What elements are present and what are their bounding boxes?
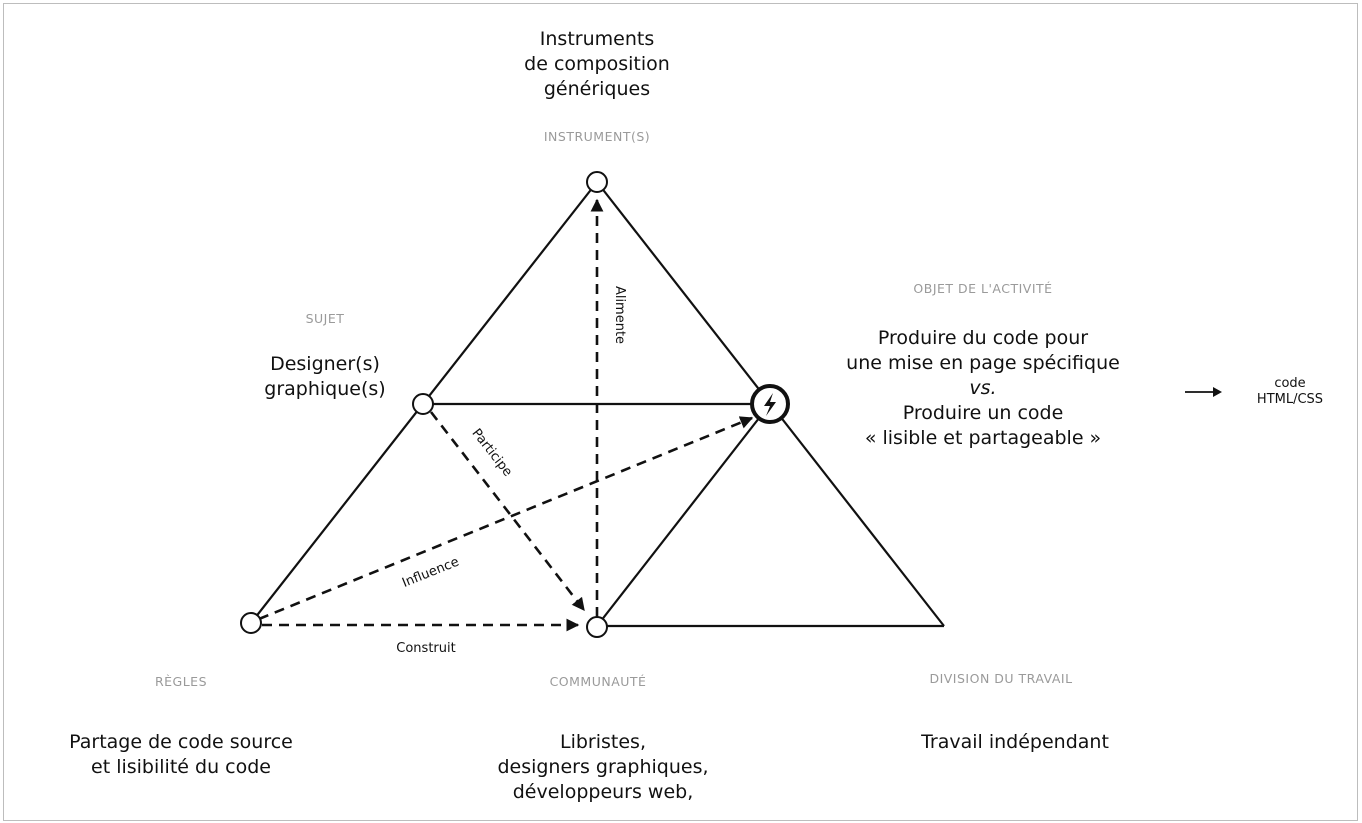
arrow-right-icon [1185,387,1222,397]
objet-category: OBJET DE L'ACTIVITÉ [913,281,1052,296]
instruments-line-1: Instruments [540,28,654,50]
result-line-1: code [1274,376,1305,391]
objet-line-2: une mise en page spécifique [846,352,1120,374]
diagram-frame [3,3,1358,821]
arrow-participe [429,411,586,612]
label-alimente: Alimente [612,286,627,344]
instruments-category: INSTRUMENT(S) [544,129,650,144]
result-line-2: HTML/CSS [1257,392,1323,407]
sujet-line-1: Designer(s) [270,353,380,375]
objet-line-3: vs. [969,377,996,399]
division-category: DIVISION DU TRAVAIL [929,671,1072,686]
objet-line-1: Produire du code pour [878,327,1088,349]
division-line-1: Travail indépendant [920,731,1109,753]
node-instruments [586,171,608,193]
edge-communaute-objet [596,403,771,627]
label-influence: Influence [400,555,461,591]
label-construit: Construit [396,641,455,656]
sujet-category: SUJET [306,311,345,326]
lightning-bolt-icon [764,393,776,416]
instruments-line-3: génériques [544,78,650,100]
communaute-line-2: designers graphiques, [497,756,708,778]
node-communaute [586,616,608,638]
node-regles [240,612,262,634]
node-sujet [412,393,434,415]
objet-line-5: « lisible et partageable » [865,427,1101,449]
regles-category: RÈGLES [155,674,207,689]
instruments-line-2: de composition [524,53,670,75]
arrow-influence [258,416,754,621]
communaute-line-3: développeurs web, [513,781,694,803]
objet-line-4: Produire un code [903,402,1064,424]
communaute-category: COMMUNAUTÉ [550,674,647,689]
regles-line-2: et lisibilité du code [91,756,271,778]
regles-line-1: Partage de code source [69,731,293,753]
communaute-line-1: Libristes, [560,731,646,753]
node-objet [750,384,790,424]
sujet-line-2: graphique(s) [264,378,385,400]
